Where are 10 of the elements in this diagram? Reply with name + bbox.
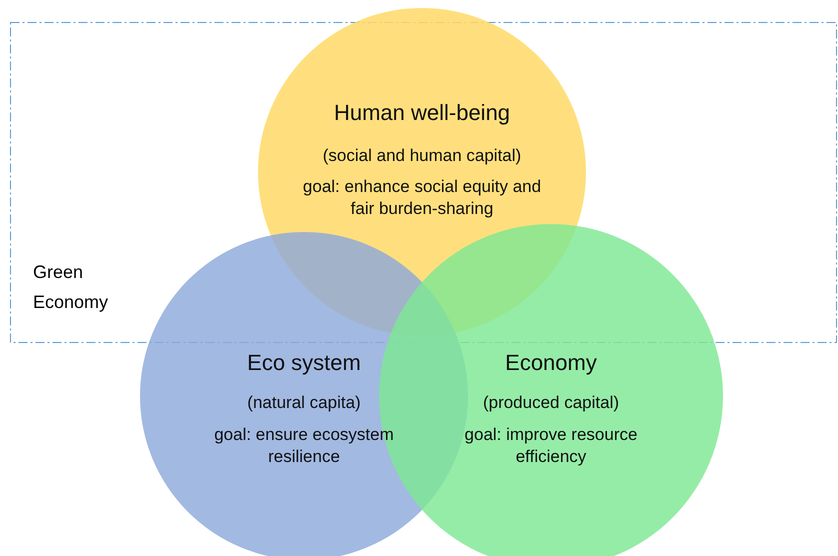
circle-title: Eco system [246, 350, 362, 376]
region-label: Green Economy [33, 261, 110, 314]
circle-title: Human well-being [332, 100, 512, 126]
capital-type: (produced capital) [482, 392, 620, 414]
capital-type: (natural capita) [246, 392, 362, 414]
goal-text: goal: ensure ecosystem resilience [213, 424, 395, 468]
capital-type: (social and human capital) [322, 145, 522, 167]
goal-text: goal: improve resource efficiency [464, 424, 638, 468]
goal-text: goal: enhance social equity and fair burden-sharing [302, 176, 542, 220]
circle-title: Economy [504, 350, 598, 376]
